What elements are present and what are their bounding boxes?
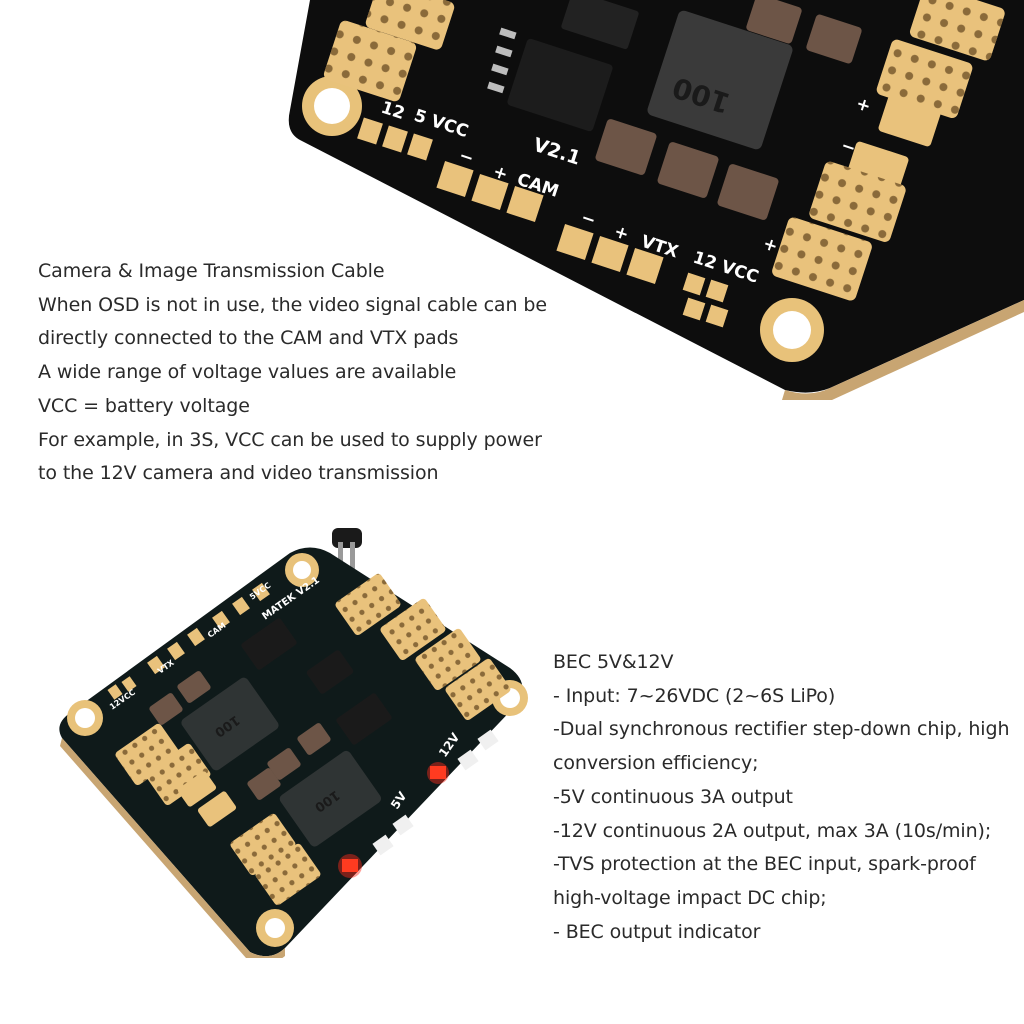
label-minus: − [838, 136, 858, 159]
block2-line: high-voltage impact DC chip; [553, 886, 827, 909]
pdb-top-photo: 12 5 VCC V2.1 − + CAM − + VTX 12 VCC + +… [270, 0, 1024, 404]
pad-clusters [115, 573, 511, 906]
block1-line: A wide range of voltage values are avail… [38, 361, 457, 384]
edge-pads [107, 582, 499, 856]
block2-line: -Dual synchronous rectifier step-down ch… [553, 718, 1010, 741]
signal-pads [357, 117, 729, 328]
label-vtx-plus: + [611, 222, 631, 245]
block1-line: For example, in 3S, VCC can be used to s… [38, 428, 542, 451]
block1-line: Camera & Image Transmission Cable [38, 260, 385, 282]
pcb-edge [782, 300, 1024, 404]
block2-line: -5V continuous 3A output [553, 785, 793, 808]
block2-line: BEC 5V&12V [553, 651, 674, 673]
block2-line: -TVS protection at the BEC input, spark-… [553, 853, 976, 876]
solder-pads-left [323, 0, 455, 102]
pdb-bottom-illustration: MATEK V2.1 12V 5V CAM VTX 5VCC 12VCC 100… [59, 528, 528, 964]
inductor-1 [181, 677, 279, 771]
label-plus-upper: + [853, 94, 873, 117]
solder-pads-right [772, 0, 1005, 301]
label-cam-minus: − [456, 146, 476, 169]
block2-line: - Input: 7~26VDC (2~6S LiPo) [553, 684, 836, 707]
block1-line: to the 12V camera and video transmission [38, 462, 439, 485]
pdb-top-illustration: 12 5 VCC V2.1 − + CAM − + VTX 12 VCC + +… [288, 0, 1024, 404]
bottom-components [149, 618, 392, 847]
block1-line: When OSD is not in use, the video signal… [38, 293, 547, 316]
block2-line: -12V continuous 2A output, max 3A (10s/m… [553, 819, 992, 842]
inductor [647, 10, 793, 150]
block1-line: directly connected to the CAM and VTX pa… [38, 327, 459, 350]
led-12v [430, 766, 446, 779]
label-vtx-minus: − [578, 208, 598, 231]
pdb-bottom-photo: MATEK V2.1 12V 5V CAM VTX 5VCC 12VCC 100… [40, 528, 560, 964]
label-plus-lower: + [760, 234, 780, 257]
led-5v [342, 859, 358, 872]
components [487, 0, 862, 220]
block2-line: conversion efficiency; [553, 752, 759, 775]
block2-line: - BEC output indicator [553, 920, 761, 943]
block1-line: VCC = battery voltage [38, 394, 250, 417]
bec-specifications: BEC 5V&12V - Input: 7~26VDC (2~6S LiPo) … [553, 646, 1013, 949]
label-cam-plus: + [490, 162, 510, 185]
camera-cable-description: Camera & Image Transmission Cable When O… [38, 255, 558, 491]
probe-handle [332, 528, 362, 548]
inductor-2 [279, 750, 382, 847]
